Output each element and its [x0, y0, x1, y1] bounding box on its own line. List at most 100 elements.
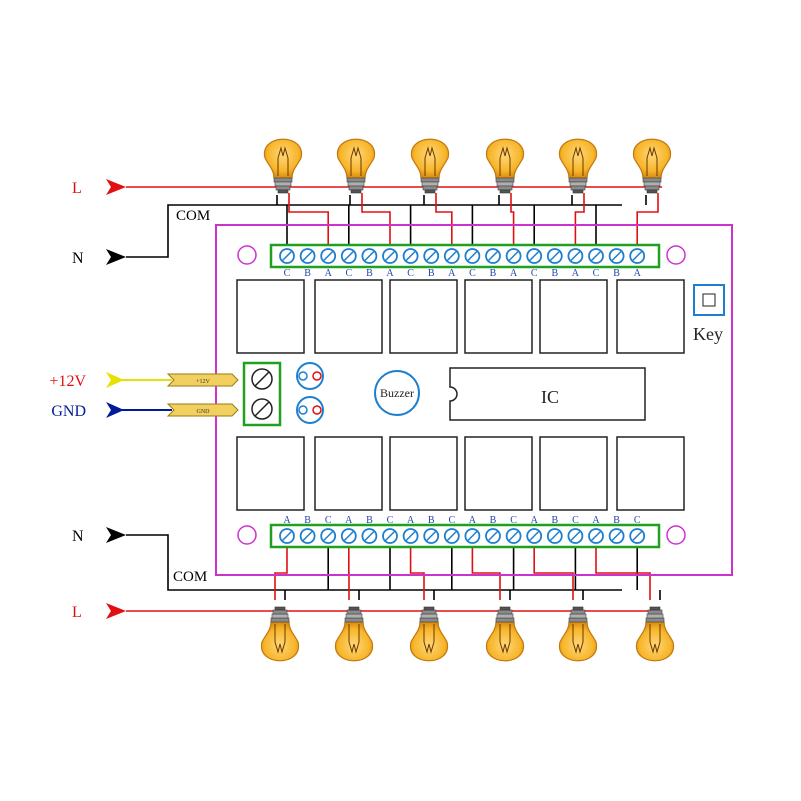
bottom-neutral-bus [126, 534, 622, 591]
plus12v-tag [166, 373, 239, 387]
screw-terminal-icon [443, 528, 460, 544]
screw-terminal-icon [567, 528, 584, 544]
terminal-letter: B [428, 515, 435, 526]
bulb-live-lead [361, 193, 391, 249]
bulb-live-lead [435, 193, 453, 249]
terminal-letter: B [490, 268, 497, 279]
ic-chip [449, 367, 646, 421]
mounting-hole-top-right [666, 245, 686, 265]
gnd-label: GND [51, 403, 86, 420]
key-button[interactable] [693, 284, 725, 316]
power-screw-plus [251, 368, 273, 390]
screw-terminal-icon [526, 248, 543, 264]
power-screw-gnd [251, 398, 273, 420]
bulb-live-lead [595, 543, 651, 600]
top-bulbs [264, 138, 671, 194]
terminal-letter: A [510, 268, 518, 279]
light-bulb-icon [559, 606, 597, 662]
arrow-right-icon [106, 603, 126, 619]
terminal-letter: C [593, 268, 600, 279]
light-bulb-icon [335, 606, 373, 662]
bottom-com-label: COM [173, 569, 207, 585]
relay-modules [236, 279, 685, 511]
bulb-live-lead [288, 193, 329, 249]
mounting-hole-bottom-left [237, 525, 257, 545]
light-bulb-icon [633, 138, 671, 194]
buzzer-label: Buzzer [380, 386, 414, 400]
gnd-tag-label: GND [197, 409, 211, 415]
arrow-right-icon [106, 249, 126, 265]
terminal-letter: A [592, 515, 600, 526]
relay-top [389, 279, 458, 354]
bottom-screw-row [279, 528, 646, 544]
screw-terminal-icon [423, 248, 440, 264]
indicator-led-2 [296, 396, 324, 424]
terminal-letter: C [469, 268, 476, 279]
relay-bottom [539, 436, 608, 511]
screw-terminal-icon [279, 248, 295, 264]
terminal-letter: C [284, 268, 291, 279]
top-live-label: L [72, 180, 82, 197]
screw-terminal-icon [382, 248, 398, 264]
key-label: Key [693, 324, 723, 344]
terminal-letter: C [510, 515, 517, 526]
plus12v-label: +12V [49, 373, 86, 390]
terminal-letter: B [304, 268, 311, 279]
screw-terminal-icon [320, 528, 337, 544]
bulb-live-lead [274, 543, 288, 600]
light-bulb-icon [264, 138, 302, 194]
terminal-letter: A [469, 515, 477, 526]
indicator-led-1 [296, 362, 324, 390]
top-neutral-bus [126, 204, 622, 258]
terminal-letter: B [428, 268, 435, 279]
screw-terminal-icon [629, 528, 646, 544]
screw-terminal-icon [505, 528, 522, 544]
terminal-letter: A [407, 515, 415, 526]
terminal-letter: B [304, 515, 311, 526]
plus12v-tag-label: +12V [196, 379, 210, 385]
terminal-letter: C [634, 515, 641, 526]
screw-terminal-icon [546, 528, 563, 544]
arrow-right-icon [106, 179, 126, 195]
bulb-live-lead [471, 543, 501, 600]
screw-terminal-icon [443, 248, 460, 264]
terminal-letter: C [387, 515, 394, 526]
terminal-letter: B [613, 515, 620, 526]
bulb-live-lead [533, 543, 574, 600]
screw-terminal-icon [361, 528, 378, 544]
screw-terminal-icon [588, 528, 604, 544]
bulb-live-lead [510, 193, 515, 249]
screw-terminal-icon [485, 248, 501, 264]
light-bulb-icon [636, 606, 674, 662]
relay-bottom [314, 436, 383, 511]
bulb-live-lead [409, 543, 425, 600]
screw-terminal-icon [382, 528, 398, 544]
arrow-right-icon [106, 527, 126, 543]
screw-terminal-icon [608, 528, 625, 544]
relay-top [236, 279, 305, 354]
bottom-bulbs [261, 606, 674, 662]
terminal-letter: B [551, 515, 558, 526]
screw-terminal-icon [299, 528, 316, 544]
light-bulb-icon [410, 606, 448, 662]
terminal-letter: C [345, 268, 352, 279]
terminal-letter: B [490, 515, 497, 526]
terminal-letter: B [613, 268, 620, 279]
terminal-letter: A [325, 268, 333, 279]
screw-terminal-icon [588, 248, 604, 264]
terminal-letter: A [386, 268, 394, 279]
relay-bottom [616, 436, 685, 511]
screw-terminal-icon [464, 528, 481, 544]
screw-terminal-icon [464, 248, 481, 264]
arrow-right-icon [106, 402, 124, 418]
relay-bottom [389, 436, 458, 511]
screw-terminal-icon [485, 528, 501, 544]
relay-top [616, 279, 685, 354]
relay-bottom [236, 436, 305, 511]
relay-top [314, 279, 383, 354]
bulb-live-lead [574, 193, 585, 249]
buzzer [374, 370, 420, 416]
